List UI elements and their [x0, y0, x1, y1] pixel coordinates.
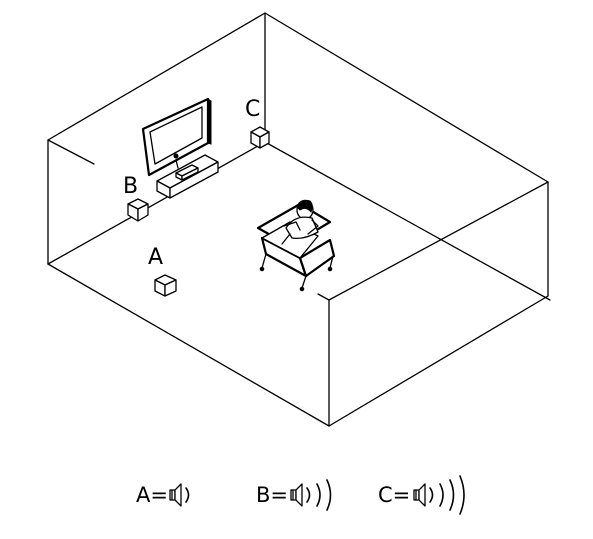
sound-wave-arc: [459, 475, 465, 515]
chair-arm-right: [298, 238, 336, 278]
speaker-a: A: [148, 245, 177, 297]
person-hair: [296, 199, 313, 213]
chair-foot-3: [327, 266, 333, 272]
speaker-a-label: A: [148, 245, 163, 270]
speaker-b: B: [123, 174, 149, 222]
room-front-top-stub: [317, 293, 330, 301]
sound-waves-b: [306, 479, 332, 511]
speaker-a-right: [164, 279, 177, 297]
tv-side: [207, 98, 212, 145]
armchair-with-person: [256, 199, 336, 292]
set-top-box-front: [181, 167, 199, 181]
chair-leg-front-right: [301, 275, 307, 289]
room-back-top-edge: [47, 12, 549, 183]
legend-item-c: C=: [378, 475, 465, 515]
speaker-b-right: [137, 203, 149, 222]
speaker-c-label: C: [245, 97, 260, 122]
sound-waves-a: [185, 487, 190, 503]
sound-waves-c: [429, 475, 465, 515]
legend-key-a: A=: [136, 483, 168, 507]
legend-key-c: C=: [378, 483, 410, 507]
television: [141, 97, 212, 177]
speaker-c: C: [245, 97, 270, 149]
person-arm-right: [307, 219, 319, 235]
sound-wave-arc: [439, 483, 444, 507]
speaker-c-right: [259, 131, 270, 149]
sound-wave-arc: [306, 487, 311, 503]
chair-foot-2: [299, 286, 305, 292]
room-bottom-edge: [47, 263, 549, 427]
speaker-icon: [413, 483, 426, 507]
sound-wave-arc: [185, 487, 190, 503]
room-box: [47, 12, 551, 427]
room-floor-back-edge: [47, 141, 266, 265]
speaker-b-label: B: [123, 174, 138, 199]
legend-item-a: A=: [136, 483, 190, 507]
room-left-wall-stub: [47, 139, 95, 165]
sound-wave-arc: [429, 487, 434, 503]
chair-foot-1: [259, 266, 265, 272]
tv-cabinet: [156, 154, 219, 199]
speaker-icon: [169, 483, 182, 507]
chair-leg-back-right: [329, 255, 334, 269]
speaker-icon: [290, 483, 303, 507]
tv-logo-dot: [173, 153, 179, 159]
sound-wave-arc: [449, 479, 455, 511]
cabinet-front-right: [169, 161, 219, 199]
legend-item-b: B=: [256, 479, 332, 511]
room-floor-right-edge: [264, 141, 551, 301]
chair-leg-front-left: [261, 253, 267, 269]
legend: A= B= C=: [136, 475, 465, 515]
legend-key-b: B=: [256, 483, 288, 507]
person-leg: [281, 233, 291, 245]
room-front-top-edge: [328, 181, 549, 301]
person-arm-left: [283, 221, 301, 231]
tv-stand-neck: [175, 159, 179, 169]
tv-screen: [149, 106, 203, 165]
sound-wave-arc: [316, 483, 321, 507]
sound-wave-arc: [326, 479, 332, 511]
